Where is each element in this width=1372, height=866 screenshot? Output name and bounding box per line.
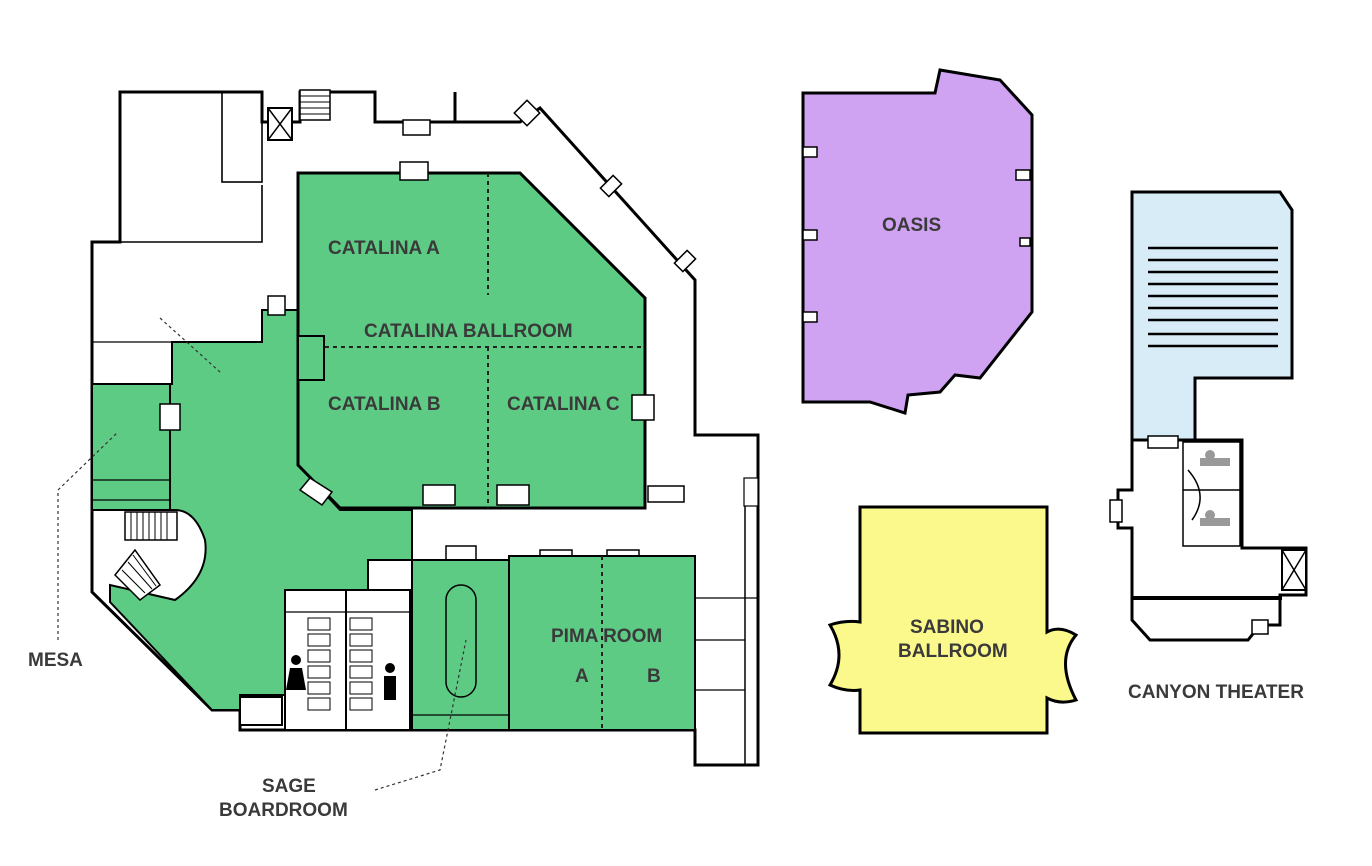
elevator-icon — [267, 107, 293, 141]
room-labels: CATALINA A CATALINA BALLROOM CATALINA B … — [28, 215, 1304, 821]
oasis-room — [801, 68, 1034, 415]
window-markers — [513, 99, 697, 273]
sabino-building — [827, 505, 1079, 735]
canyon-theater-building — [1109, 190, 1308, 642]
label-catalina-a: CATALINA A — [328, 238, 440, 259]
restroom-women-icon — [286, 655, 306, 690]
sage-boardroom — [411, 559, 510, 731]
main-building — [57, 89, 760, 791]
mesa-leader — [57, 431, 119, 640]
stairs-icon — [113, 511, 178, 601]
sabino-ballroom — [827, 505, 1079, 735]
restroom-men-icon — [384, 663, 396, 700]
label-catalina-b: CATALINA B — [328, 394, 441, 415]
mesa-room — [91, 383, 171, 511]
label-canyon-theater: CANYON THEATER — [1128, 682, 1304, 703]
label-catalina-ballroom: CATALINA BALLROOM — [364, 321, 573, 342]
label-sabino-line1: SABINO — [910, 617, 984, 638]
oasis-doors — [802, 146, 1031, 323]
restroom-men-icon — [1200, 510, 1230, 526]
label-oasis: OASIS — [882, 215, 941, 236]
stair-leader — [159, 317, 221, 373]
label-pima-b: B — [647, 666, 661, 687]
service-room — [119, 92, 263, 243]
sage-leader — [374, 639, 467, 791]
label-mesa: MESA — [28, 650, 83, 671]
service-box — [239, 696, 283, 726]
catalina-ballroom — [296, 171, 647, 510]
label-sabino-line2: BALLROOM — [898, 641, 1008, 662]
east-corridor — [694, 477, 759, 765]
label-pima-room: PIMA ROOM — [551, 626, 662, 647]
service-closet — [221, 91, 263, 183]
door-icon — [1109, 435, 1269, 635]
restrooms — [284, 589, 411, 731]
restroom-women-icon — [1200, 450, 1230, 466]
boardroom-table — [445, 584, 477, 698]
label-pima-a: A — [575, 666, 589, 687]
label-catalina-c: CATALINA C — [507, 394, 620, 415]
label-sage-line2: BOARDROOM — [219, 800, 348, 821]
oasis-building — [801, 68, 1034, 415]
stairs-icon — [299, 89, 331, 121]
canyon-theater-room — [1130, 190, 1294, 442]
label-sage-line1: SAGE — [262, 776, 316, 797]
elevator-icon — [1281, 549, 1307, 591]
theater-seating-rows — [1148, 246, 1278, 348]
